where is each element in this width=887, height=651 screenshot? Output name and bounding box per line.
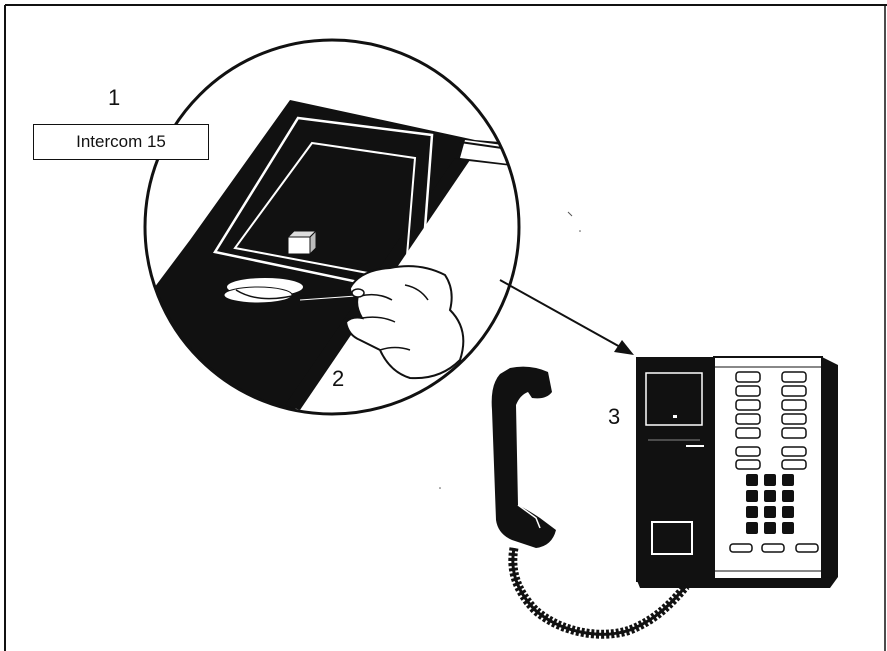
arrow-icon [500,280,634,355]
phone-icon [636,357,838,588]
magnified-view [120,40,600,500]
step-number-1: 1 [108,85,120,111]
stray-dot [579,230,581,232]
stray-mark [568,212,572,216]
step-number-2: 2 [332,366,344,392]
card-clip [288,231,316,254]
feature-buttons [730,544,818,552]
intercom-label-card: Intercom 15 [33,124,209,160]
handset-icon [492,367,556,548]
step-number-3: 3 [608,404,620,430]
stray-dot [439,487,441,489]
